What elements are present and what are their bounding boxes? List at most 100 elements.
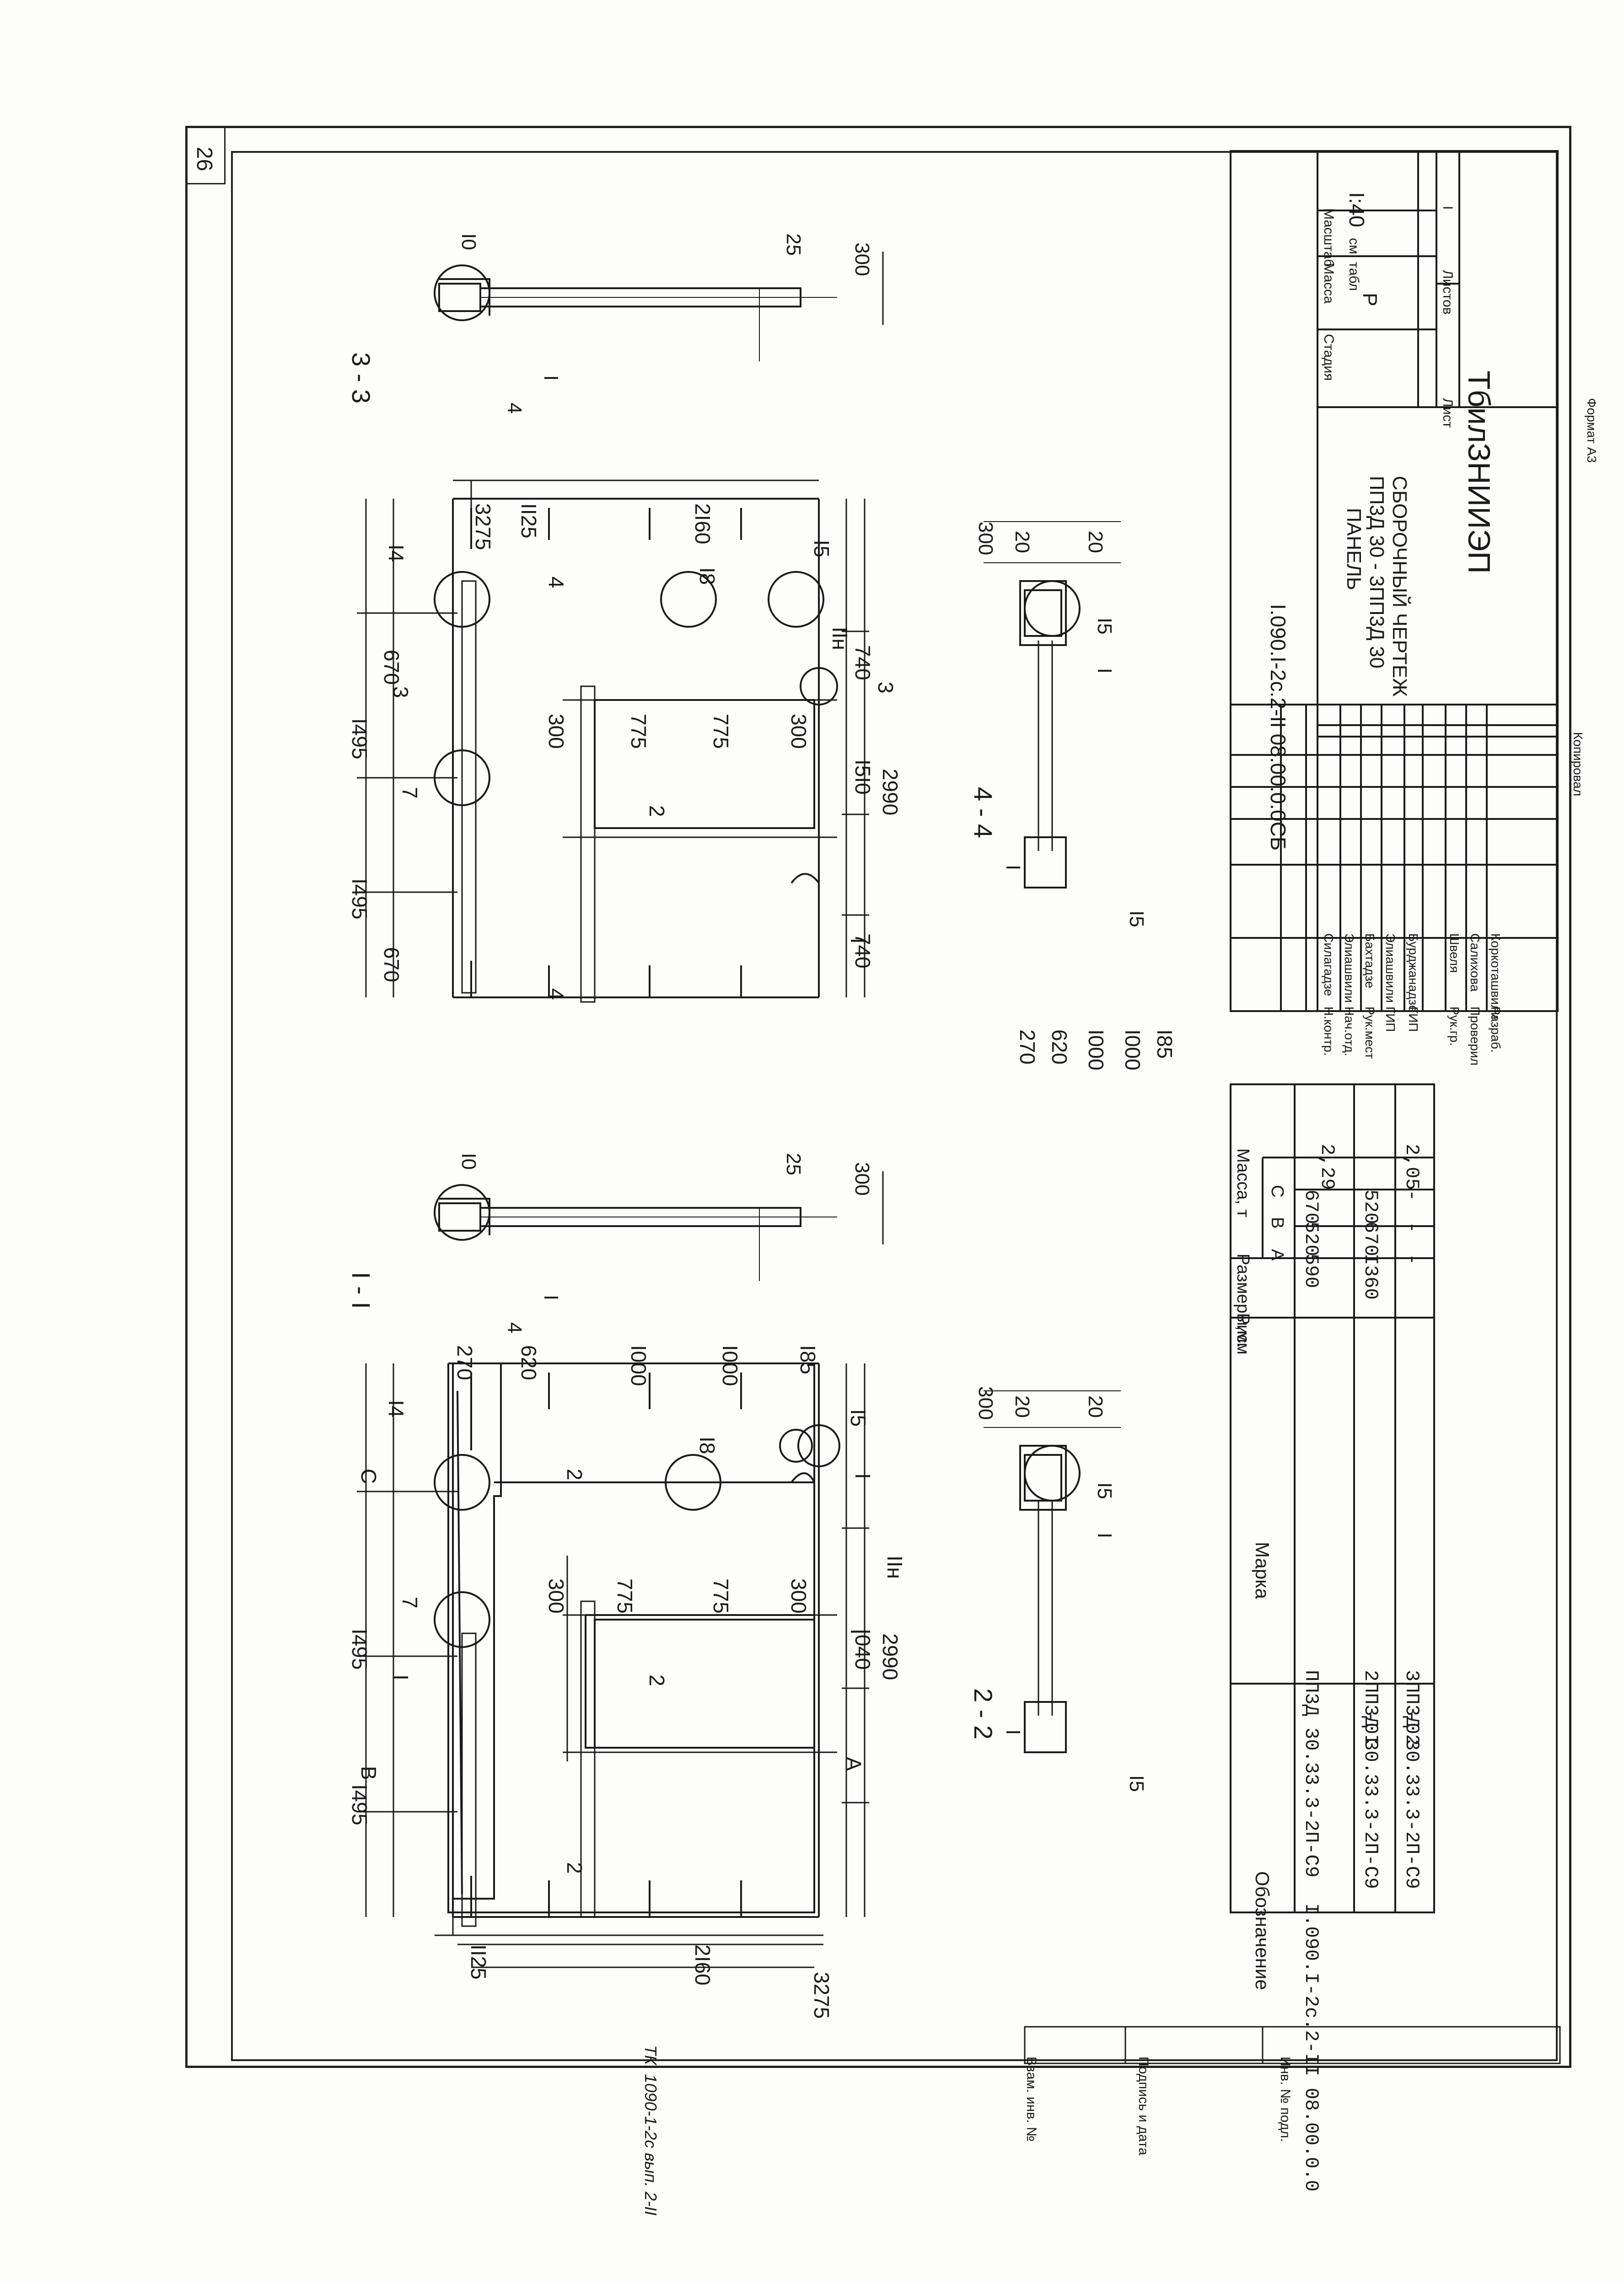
section-4-title: 4 - 4 bbox=[969, 787, 998, 838]
sheets-label: Листов bbox=[1440, 270, 1455, 314]
sec2-mark-1a: I bbox=[1093, 1533, 1116, 1538]
right-inner-dim-775b: 775 bbox=[709, 714, 733, 749]
left-side-dim-1125: II25 bbox=[467, 1944, 490, 1980]
spec-row-1-mass: 2,29 bbox=[1316, 1144, 1338, 1190]
spec-header-designation: Обозначение bbox=[1252, 1871, 1273, 1990]
spec-row-3-b: - bbox=[1401, 1222, 1423, 1233]
sec4-dim-20b: 20 bbox=[1084, 531, 1107, 553]
left-right-dim-1000b: I000 bbox=[718, 1345, 742, 1386]
sig-name-1: Силагадзе bbox=[1322, 933, 1336, 996]
right-top-dim-670a: 670 bbox=[380, 650, 403, 685]
section-2-title: 2 - 2 bbox=[969, 1688, 998, 1739]
sig-name-7: Салихова bbox=[1468, 933, 1482, 992]
sig-role-7: Проверил bbox=[1468, 1007, 1482, 1066]
panel-right-dims bbox=[357, 479, 869, 997]
right-top-dim-670b: 670 bbox=[380, 947, 403, 982]
right-right-dim-620: 620 bbox=[1048, 1029, 1071, 1065]
sig-role-2: Нач.отд. bbox=[1342, 1007, 1356, 1056]
sec3-dim-300: 300 bbox=[851, 242, 873, 276]
spec-header-fig: Рис. bbox=[1233, 1313, 1253, 1348]
sig-role-3: Рук.мест bbox=[1363, 1007, 1377, 1059]
sig-name-8: Коркоташвили bbox=[1489, 933, 1503, 1019]
spec-col-b: B bbox=[1268, 1217, 1287, 1228]
spec-row-3-a: - bbox=[1401, 1254, 1423, 1265]
sig-name-3: Бахтадзе bbox=[1363, 933, 1377, 988]
sec3-mark-4: 4 bbox=[503, 403, 526, 414]
left-inner-dim-300b: 300 bbox=[787, 1578, 811, 1614]
left-cut-2b: 2 bbox=[563, 1469, 586, 1481]
spec-row-1-designation: I.090.I-2с.2-II 08.00.0.0 bbox=[1300, 1903, 1322, 2191]
left-side-dim-3275: 3275 bbox=[810, 1972, 834, 2019]
right-right-dim-1000a: I000 bbox=[1084, 1029, 1108, 1071]
title-line-3: СБОРОЧНЫЙ ЧЕРТЕЖ bbox=[1388, 476, 1412, 697]
sec4-mark-1b: I bbox=[1002, 865, 1024, 870]
right-side-dim-2160: 2I60 bbox=[691, 503, 715, 544]
sec2-dim-15b: I5 bbox=[1125, 1775, 1148, 1792]
sig-name-4: Элиашвили bbox=[1383, 933, 1398, 1003]
left-mark-A: A bbox=[842, 1757, 866, 1771]
panel-left-dims bbox=[357, 1363, 869, 1968]
copied-label: Копировал bbox=[1571, 732, 1585, 796]
stage-header: Стадия bbox=[1321, 334, 1336, 381]
left-bottom-dim-1040: I040 bbox=[851, 1629, 875, 1670]
left-side-dim-2160: 2I60 bbox=[691, 1944, 715, 1986]
right-inner-dim-300a: 300 bbox=[544, 714, 568, 749]
right-cut-3a: 3 bbox=[389, 686, 413, 698]
spec-row-1-mark: ПП3Д 30.33.3-2П-С9 bbox=[1300, 1670, 1322, 1878]
left-inner-dim-775b: 775 bbox=[709, 1578, 733, 1614]
title-doc-code: I.090.I-2с.2-II 08.00.0.0СБ bbox=[1266, 604, 1290, 851]
spec-row-2-c: 520 bbox=[1360, 1190, 1382, 1224]
spec-col-a: A bbox=[1268, 1249, 1287, 1261]
left-inner-dim-300a: 300 bbox=[544, 1578, 568, 1614]
right-mark-1: I bbox=[846, 938, 870, 944]
stamp-label-3: Инв. № подл. bbox=[1278, 2057, 1293, 2142]
page-number-box: 26 bbox=[188, 128, 226, 184]
spec-header-mass: Масса, т bbox=[1233, 1148, 1253, 1217]
mass-value: см. табл bbox=[1346, 238, 1361, 291]
sec1-dim-25: 25 bbox=[782, 1153, 805, 1175]
spec-row-3-mark: 3ПП3Д 30.33.3-2П-С9 bbox=[1401, 1670, 1423, 1889]
scale-value: I:40 bbox=[1345, 192, 1369, 227]
left-mark-7: 7 bbox=[398, 1597, 422, 1609]
section-4-4-shape bbox=[984, 521, 1121, 888]
right-bottom-dim-1510: I5I0 bbox=[851, 759, 875, 795]
spec-row-1-a: 590 bbox=[1300, 1254, 1322, 1288]
sheet-label: Лист bbox=[1440, 398, 1455, 428]
sec2-mark-1b: I bbox=[1002, 1729, 1024, 1735]
sec2-dim-15a: I5 bbox=[1093, 1482, 1116, 1499]
left-bottom-dim-2990: 2990 bbox=[878, 1633, 902, 1680]
right-bottom-dim-740b: 740 bbox=[851, 933, 875, 969]
sig-role-1: Н.контр. bbox=[1322, 1007, 1336, 1056]
spec-header-dims: Размеры,мм bbox=[1233, 1254, 1253, 1355]
right-right-dim-185: I85 bbox=[1153, 1029, 1177, 1059]
sig-role-6: Рук.гр. bbox=[1447, 1007, 1462, 1046]
left-mark-I-cut-b: I bbox=[846, 1629, 870, 1635]
left-inner-dim-775a: 775 bbox=[613, 1578, 637, 1614]
sec4-dim-20a: 20 bbox=[1011, 531, 1033, 553]
right-top-dim-1: I495 bbox=[348, 718, 371, 759]
sec4-mark-1a: I bbox=[1093, 668, 1116, 673]
org-name: ТбилЗНИИЭП bbox=[1462, 371, 1496, 574]
title-line-2: ПП3Д 30 - 3ПП3Д 30 bbox=[1366, 476, 1388, 668]
stamp-label-1: Взам. инв. № bbox=[1024, 2057, 1039, 2142]
left-right-dim-185: I85 bbox=[796, 1345, 820, 1374]
drawing-labels: I.090.I-2с.2-II 08.00.0.0СБ ПАНЕЛЬ ПП3Д … bbox=[347, 192, 1599, 2215]
sig-role-4: ГИП bbox=[1383, 1007, 1398, 1032]
spec-row-1-b: 520 bbox=[1300, 1222, 1322, 1256]
spec-col-c: C bbox=[1268, 1185, 1287, 1197]
right-cut-4b: 4 bbox=[544, 576, 568, 588]
left-mark-C: C bbox=[357, 1469, 381, 1484]
sec4-dim-300: 300 bbox=[974, 522, 997, 555]
sig-role-8: Разраб. bbox=[1489, 1007, 1503, 1053]
section-1-1-shape bbox=[434, 1171, 884, 1281]
outer-frame bbox=[185, 126, 1571, 2068]
spec-row-2-b: 670 bbox=[1360, 1222, 1382, 1256]
spec-row-1-c: 670 bbox=[1300, 1190, 1322, 1224]
left-top-dim-2: I495 bbox=[348, 1784, 371, 1825]
left-top-dim-1: I495 bbox=[348, 1629, 371, 1670]
sec2-dim-20a: 20 bbox=[1011, 1395, 1033, 1418]
right-mark-2: 2 bbox=[645, 805, 669, 817]
spec-row-2-designation: -0I bbox=[1360, 1711, 1382, 1746]
left-mark-18: I8 bbox=[695, 1437, 719, 1454]
